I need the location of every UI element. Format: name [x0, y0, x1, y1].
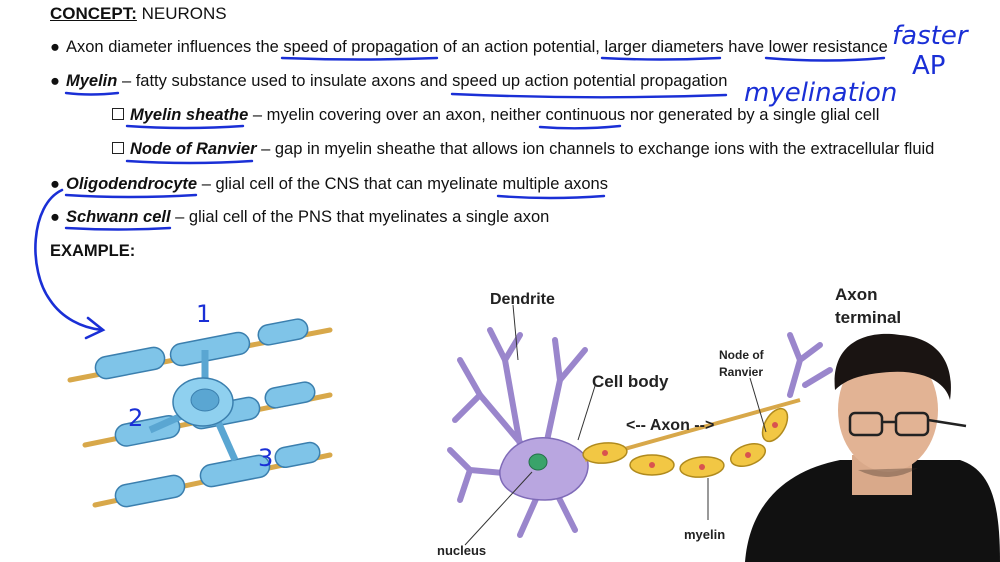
- label-node-of: Node of: [719, 348, 765, 362]
- underline-annotations: [64, 56, 886, 231]
- sub-node-of-ranvier: Node of Ranvier – gap in myelin sheathe …: [112, 140, 934, 159]
- presenter-video-overlay: [745, 333, 1000, 562]
- u-speed-of-propagation: speed of propagation: [283, 38, 439, 56]
- bullet-oligodendrocyte: ●Oligodendrocyte – glial cell of the CNS…: [50, 175, 608, 193]
- bullet-myelin: ●Myelin – fatty substance used to insula…: [50, 72, 728, 90]
- concept-topic: NEURONS: [141, 4, 227, 23]
- label-cell-body: Cell body: [592, 372, 669, 391]
- concept-label: CONCEPT:: [50, 4, 137, 23]
- label-dendrite: Dendrite: [490, 291, 555, 308]
- checkbox-icon: [112, 108, 124, 120]
- u-lower-resistance: lower resistance: [768, 38, 888, 56]
- example-label: EXAMPLE:: [50, 242, 136, 260]
- u-multiple-axons: multiple axons: [502, 175, 608, 193]
- oligodendrocyte-illustration: [67, 318, 333, 508]
- bullet-schwann: ●Schwann cell – glial cell of the PNS th…: [50, 208, 550, 226]
- hand-number-2: 2: [128, 404, 143, 432]
- hand-number-1: 1: [196, 300, 211, 328]
- u-speed-up: speed up action potential propagation: [452, 72, 728, 90]
- hand-faster: faster: [892, 21, 970, 51]
- label-myelin: myelin: [684, 527, 725, 542]
- label-axon: <-- Axon -->: [626, 417, 714, 434]
- hand-number-3: 3: [258, 444, 273, 472]
- term-oligodendrocyte: Oligodendrocyte: [66, 175, 198, 193]
- term-myelin: Myelin: [66, 72, 118, 90]
- neuron-leader-lines: [464, 304, 767, 546]
- term-schwann-cell: Schwann cell: [66, 208, 171, 226]
- concept-title: CONCEPT: NEURONS: [50, 4, 227, 24]
- label-nucleus: nucleus: [437, 543, 486, 558]
- u-larger-diameters: larger diameters: [604, 38, 724, 56]
- bullet-axon-diameter: ●Axon diameter influences the speed of p…: [50, 38, 888, 56]
- neuron-illustration: [447, 304, 833, 546]
- u-continuous: continuous: [545, 106, 626, 124]
- sub-myelin-sheathe: Myelin sheathe – myelin covering over an…: [112, 106, 879, 125]
- term-node-of-ranvier: Node of Ranvier: [130, 140, 257, 158]
- label-ranvier: Ranvier: [719, 365, 763, 379]
- label-axon-terminal-2: terminal: [835, 308, 901, 327]
- term-myelin-sheathe: Myelin sheathe: [130, 106, 249, 124]
- checkbox-icon: [112, 142, 124, 154]
- arrow-annotation: [34, 188, 106, 340]
- hand-ap: AP: [912, 51, 945, 81]
- hand-myelination: myelination: [744, 78, 897, 108]
- label-axon-terminal-1: Axon: [835, 285, 878, 304]
